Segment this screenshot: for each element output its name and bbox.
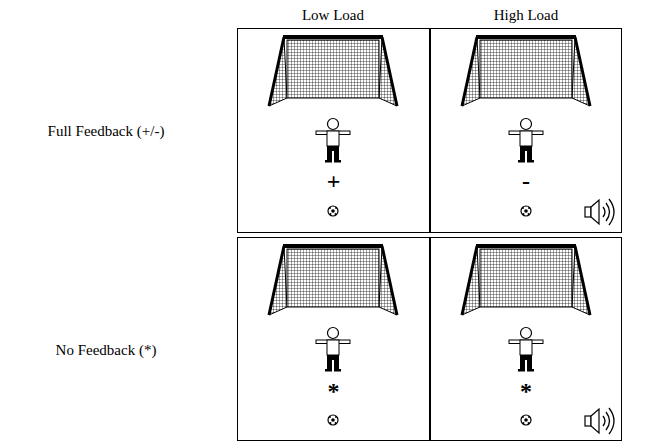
label-slot: Low Load — [302, 6, 364, 24]
trial-panel: + — [237, 28, 430, 233]
column-header: Low Load — [302, 7, 364, 23]
feedback-symbol: * — [238, 378, 429, 404]
column-header: High Load — [494, 7, 559, 23]
row-header: Full Feedback (+/-) — [48, 123, 165, 139]
feedback-symbol: - — [431, 168, 621, 194]
trial-panel: * — [430, 237, 622, 441]
trial-panel: * — [237, 237, 430, 441]
trial-panel: - — [430, 28, 622, 233]
speaker-icon — [585, 408, 614, 434]
label-slot: No Feedback (*) — [56, 341, 157, 359]
speaker-icon — [585, 199, 614, 225]
label-slot: High Load — [494, 6, 559, 24]
row-header: No Feedback (*) — [56, 342, 157, 358]
feedback-symbol: * — [431, 378, 621, 404]
feedback-symbol: + — [238, 168, 429, 194]
label-slot: Full Feedback (+/-) — [48, 122, 165, 140]
